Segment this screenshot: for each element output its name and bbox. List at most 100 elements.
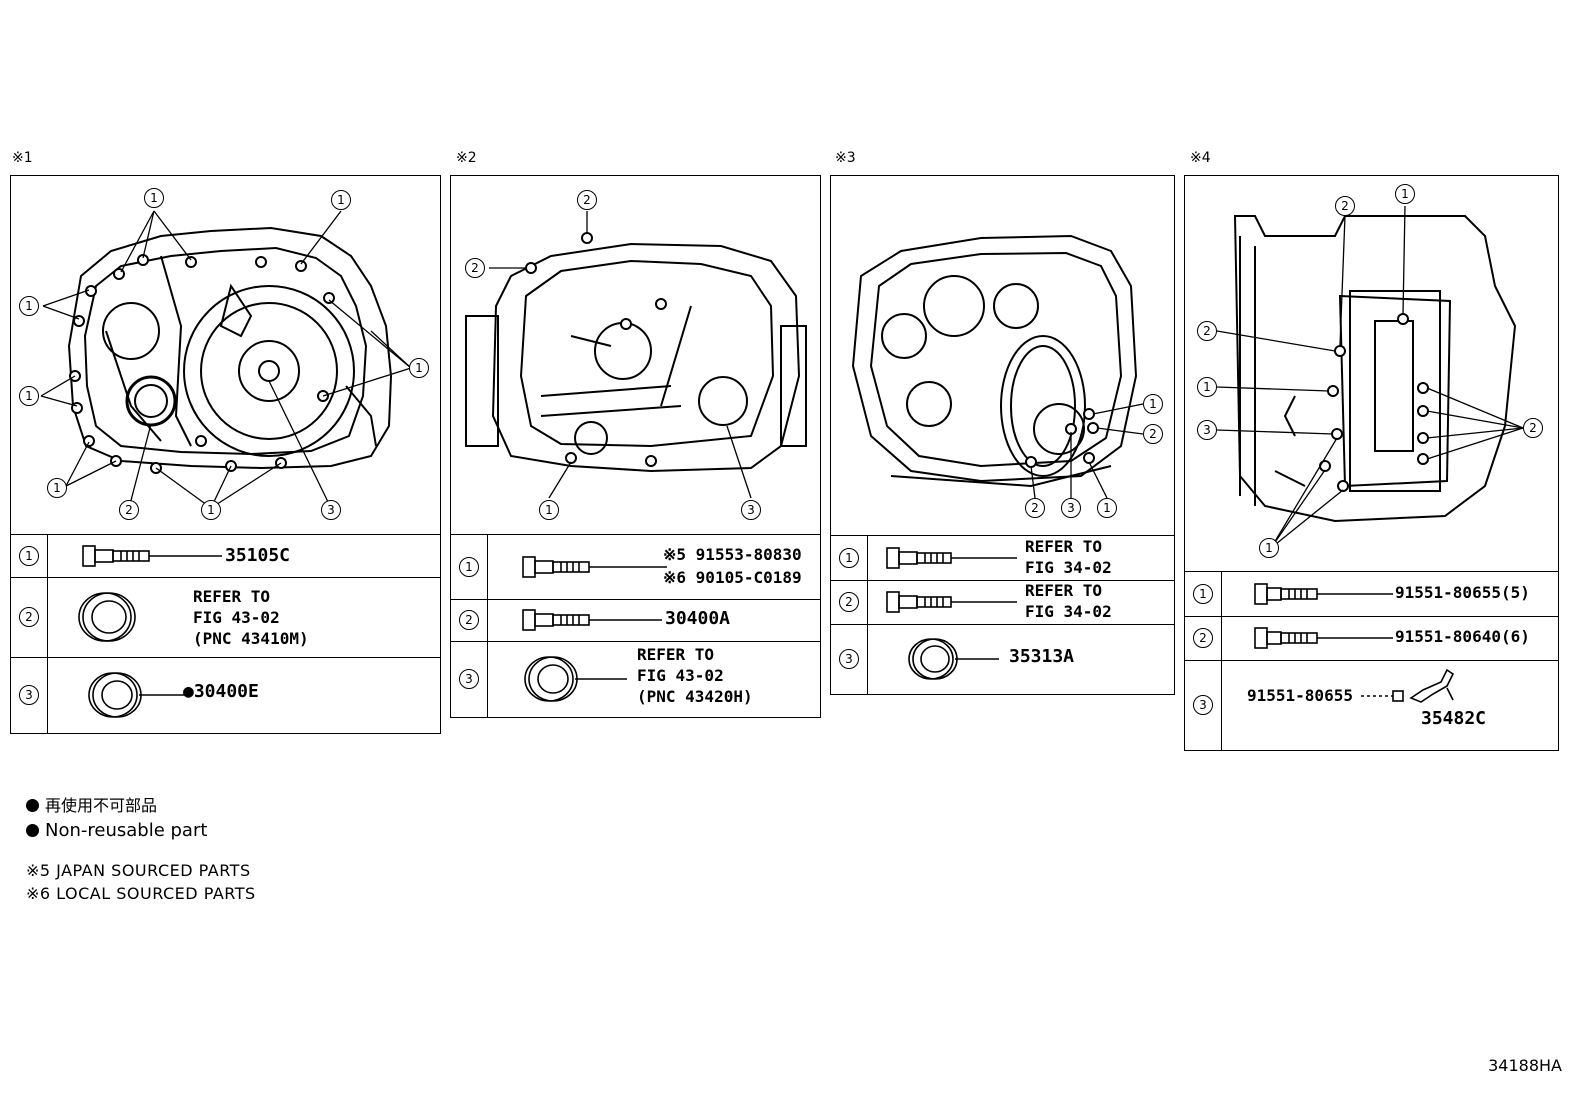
panel-2-tag: ※2 [456, 150, 477, 166]
callout-1-b: 1 [331, 190, 351, 210]
parts-row-1: 1 35105C [11, 535, 440, 578]
figure-id: 34188HA [1488, 1056, 1562, 1075]
panel-3-tag: ※3 [835, 150, 856, 166]
reference-line-3: (PNC 43420H) [637, 687, 753, 706]
flange-bolt-icon [886, 547, 1017, 569]
parts-row-2: 2 30400A [451, 599, 820, 642]
parts-row-3: 3 91551-80655 35482C [1185, 660, 1558, 750]
row-number: 2 [19, 607, 39, 627]
panel-3: 1 2 2 3 1 1 REFER TO FIG 34-02 2 [830, 175, 1175, 695]
part-number: 35313A [1009, 646, 1075, 667]
oil-seal-icon [524, 656, 627, 702]
note-local-sourced: ※6 LOCAL SOURCED PARTS [26, 884, 256, 903]
parts-row-2: 2 REFER TO FIG 34-02 [831, 580, 1174, 625]
callout-1-top: 1 [1395, 184, 1415, 204]
transmission-oil-pan-view [1216, 205, 1524, 549]
panel-3-parts-table: 1 REFER TO FIG 34-02 2 [831, 535, 1174, 694]
callout-2: 2 [119, 500, 139, 520]
row-number: 2 [1193, 628, 1213, 648]
row-number: 1 [839, 548, 859, 568]
callout-1-f: 1 [201, 500, 221, 520]
row-number: 3 [19, 685, 39, 705]
panel-4: 2 1 2 1 3 2 1 1 91551-80655(5) 2 [1184, 175, 1559, 751]
callout-3-left: 3 [1197, 420, 1217, 440]
bolt-part-number: 91551-80655 [1247, 686, 1353, 705]
callout-1-d: 1 [19, 386, 39, 406]
row-number: 1 [19, 546, 39, 566]
transmission-case-side-view [465, 211, 807, 499]
parts-row-1: 1 91551-80655(5) [1185, 572, 1558, 617]
panel-1: 1 1 1 1 1 1 1 2 3 1 35105C 2 [10, 175, 441, 734]
transmission-case-rear-view [851, 234, 1144, 499]
callout-2-left: 2 [465, 258, 485, 278]
flange-bolt-icon [82, 545, 222, 567]
reference-line-2: FIG 34-02 [1025, 602, 1112, 621]
panel-4-parts-table: 1 91551-80655(5) 2 9 [1185, 571, 1558, 750]
reference-line-2: FIG 34-02 [1025, 558, 1112, 577]
callout-2-top: 2 [577, 190, 597, 210]
callout-1-bottom: 1 [1097, 498, 1117, 518]
transmission-case-front-view [40, 210, 412, 509]
reference-line-1: REFER TO [193, 587, 271, 606]
row-number: 1 [459, 557, 479, 577]
parts-row-3: 3 ●30400E [11, 657, 440, 733]
callout-1-c: 1 [19, 296, 39, 316]
callout-2-bottom: 2 [1025, 498, 1045, 518]
row-number: 3 [459, 669, 479, 689]
panel-2: 2 2 1 3 1 ※5 91553-80830 ※6 90105-C0189 … [450, 175, 821, 718]
part-number-japan: ※5 91553-80830 [663, 545, 802, 564]
parts-row-1: 1 REFER TO FIG 34-02 [831, 536, 1174, 581]
reference-line-2: FIG 43-02 [193, 608, 280, 627]
reference-line-1: REFER TO [637, 645, 715, 664]
flange-bolt-icon [522, 556, 667, 578]
parts-row-3: 3 REFER TO FIG 43-02 (PNC 43420H) [451, 641, 820, 717]
bolt-and-bracket-icon [1361, 668, 1455, 703]
note-japan-sourced: ※5 JAPAN SOURCED PARTS [26, 861, 251, 880]
callout-2-left: 2 [1197, 321, 1217, 341]
part-number: ●30400E [183, 681, 259, 702]
callout-1-left: 1 [1197, 377, 1217, 397]
callout-2-right: 2 [1143, 424, 1163, 444]
bracket-part-number: 35482C [1421, 708, 1487, 729]
flange-bolt-icon [1254, 627, 1393, 649]
part-number: 30400A [665, 608, 731, 629]
filled-dot-icon [26, 799, 39, 812]
flange-bolt-icon [522, 609, 662, 631]
part-number: 35105C [225, 545, 291, 566]
callout-3: 3 [741, 500, 761, 520]
reference-line-1: REFER TO [1025, 581, 1103, 600]
panel-2-parts-table: 1 ※5 91553-80830 ※6 90105-C0189 2 [451, 534, 820, 717]
callout-2-top: 2 [1335, 196, 1355, 216]
row-number: 2 [839, 592, 859, 612]
row-number: 2 [459, 610, 479, 630]
part-number-local: ※6 90105-C0189 [663, 568, 802, 587]
flange-bolt-icon [886, 591, 1017, 613]
oil-seal-icon [78, 592, 136, 642]
legend-non-reusable-jp: 再使用不可部品 [26, 792, 256, 816]
callout-1-right: 1 [1143, 394, 1163, 414]
row-number: 3 [1193, 695, 1213, 715]
row-number: 3 [839, 649, 859, 669]
callout-3-bottom: 3 [1061, 498, 1081, 518]
callout-3: 3 [321, 500, 341, 520]
reference-line-2: FIG 43-02 [637, 666, 724, 685]
part-number: 91551-80640(6) [1395, 627, 1530, 646]
callout-1-e: 1 [47, 478, 67, 498]
legend: 再使用不可部品 Non-reusable part ※5 JAPAN SOURC… [26, 792, 256, 903]
parts-row-3: 3 35313A [831, 624, 1174, 694]
panel-4-tag: ※4 [1190, 150, 1211, 166]
callout-1-bottom: 1 [1259, 538, 1279, 558]
callout-1: 1 [539, 500, 559, 520]
part-number: 91551-80655(5) [1395, 583, 1530, 602]
reference-line-1: REFER TO [1025, 537, 1103, 556]
legend-non-reusable-en: Non-reusable part [26, 820, 256, 841]
row-number: 1 [1193, 584, 1213, 604]
panel-1-parts-table: 1 35105C 2 REFER TO FIG 43-02 (PNC 43410… [11, 534, 440, 733]
filled-dot-icon [26, 824, 39, 837]
callout-2-right: 2 [1523, 418, 1543, 438]
callout-1-g: 1 [409, 358, 429, 378]
parts-row-2: 2 REFER TO FIG 43-02 (PNC 43410M) [11, 577, 440, 658]
reference-line-3: (PNC 43410M) [193, 629, 309, 648]
parts-row-2: 2 91551-80640(6) [1185, 616, 1558, 661]
callout-1-a: 1 [144, 188, 164, 208]
